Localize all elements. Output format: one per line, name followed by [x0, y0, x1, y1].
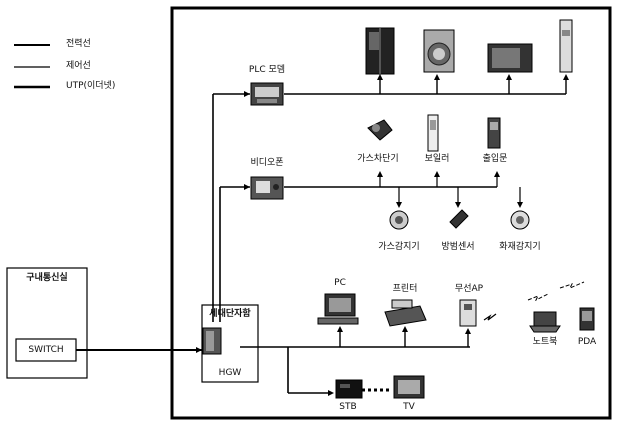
security-sensor-icon [449, 209, 469, 229]
printer-label: 프린터 [392, 284, 418, 294]
plc-feed-arrow [244, 91, 250, 97]
hgw-icon [202, 327, 222, 355]
refrigerator-icon [365, 27, 395, 75]
pc-icon [317, 293, 359, 325]
plc-drop-arrow-2 [434, 74, 440, 80]
video-phone-icon [250, 176, 284, 200]
ctrl-down-arrow-2 [455, 202, 461, 208]
wireless-signal-1 [483, 313, 497, 321]
ctrl-up-arrow-1 [377, 171, 383, 177]
fire-detector-label: 화재감지기 [499, 242, 541, 252]
home-terminal-title: 세대단자함 [209, 309, 251, 319]
ctrl-down-arrow-1 [396, 202, 402, 208]
door-lock-icon [487, 117, 501, 149]
security-sensor-label: 방범센서 [441, 242, 475, 252]
plc-modem-label: PLC 모뎀 [248, 65, 286, 75]
switch-label: SWITCH [28, 345, 64, 355]
stb-feed-arrow [328, 390, 334, 396]
door-lock-label: 출입문 [482, 154, 508, 164]
stb-icon [335, 379, 363, 399]
lan-drop-printer-arrow [402, 326, 408, 332]
lan-drop-ap-arrow [465, 328, 471, 334]
uplink-arrow [196, 347, 202, 353]
plc-drop-arrow-3 [506, 74, 512, 80]
video-phone-label: 비디오폰 [250, 158, 284, 168]
legend-utp-label: UTP(이더넷) [66, 81, 116, 91]
tv-icon [393, 375, 425, 399]
air-conditioner-icon [559, 19, 573, 73]
boiler-icon [427, 114, 439, 152]
legend-control-label: 제어선 [66, 61, 91, 71]
wireless-signal-2 [527, 293, 549, 302]
plc-drop-arrow-4 [563, 74, 569, 80]
home-boundary [170, 6, 612, 420]
microwave-icon [487, 43, 533, 73]
hgw-label: HGW [218, 368, 242, 378]
ctrl-down-arrow-3 [517, 202, 523, 208]
telecom-room-box [6, 267, 88, 379]
washing-machine-icon [423, 29, 455, 73]
gas-detector-label: 가스감지기 [378, 242, 420, 252]
wireless-ap-label: 무선AP [454, 284, 484, 294]
wireless-ap-icon [459, 299, 477, 327]
telecom-room-title: 구내통신실 [26, 273, 68, 283]
gas-shutoff-label: 가스차단기 [357, 154, 399, 164]
plc-drop-arrow-1 [377, 74, 383, 80]
notebook-icon [529, 311, 561, 333]
boiler-label: 보일러 [424, 154, 450, 164]
legend-power-label: 전력선 [66, 39, 91, 49]
ctrl-up-arrow-2 [434, 171, 440, 177]
tv-label: TV [403, 402, 415, 412]
pda-icon [579, 307, 595, 331]
gas-detector-icon [389, 210, 409, 230]
ctrl-up-arrow-3 [494, 171, 500, 177]
plc-modem-icon [250, 82, 284, 106]
pc-label: PC [334, 278, 346, 288]
notebook-label: 노트북 [532, 337, 558, 347]
wireless-signal-3 [559, 281, 585, 289]
videophone-feed-arrow [244, 184, 250, 190]
lan-drop-pc-arrow [337, 326, 343, 332]
pda-label: PDA [577, 337, 597, 347]
fire-detector-icon [510, 210, 530, 230]
stb-label: STB [339, 402, 357, 412]
gas-valve-icon [367, 119, 393, 141]
printer-icon [384, 299, 427, 327]
